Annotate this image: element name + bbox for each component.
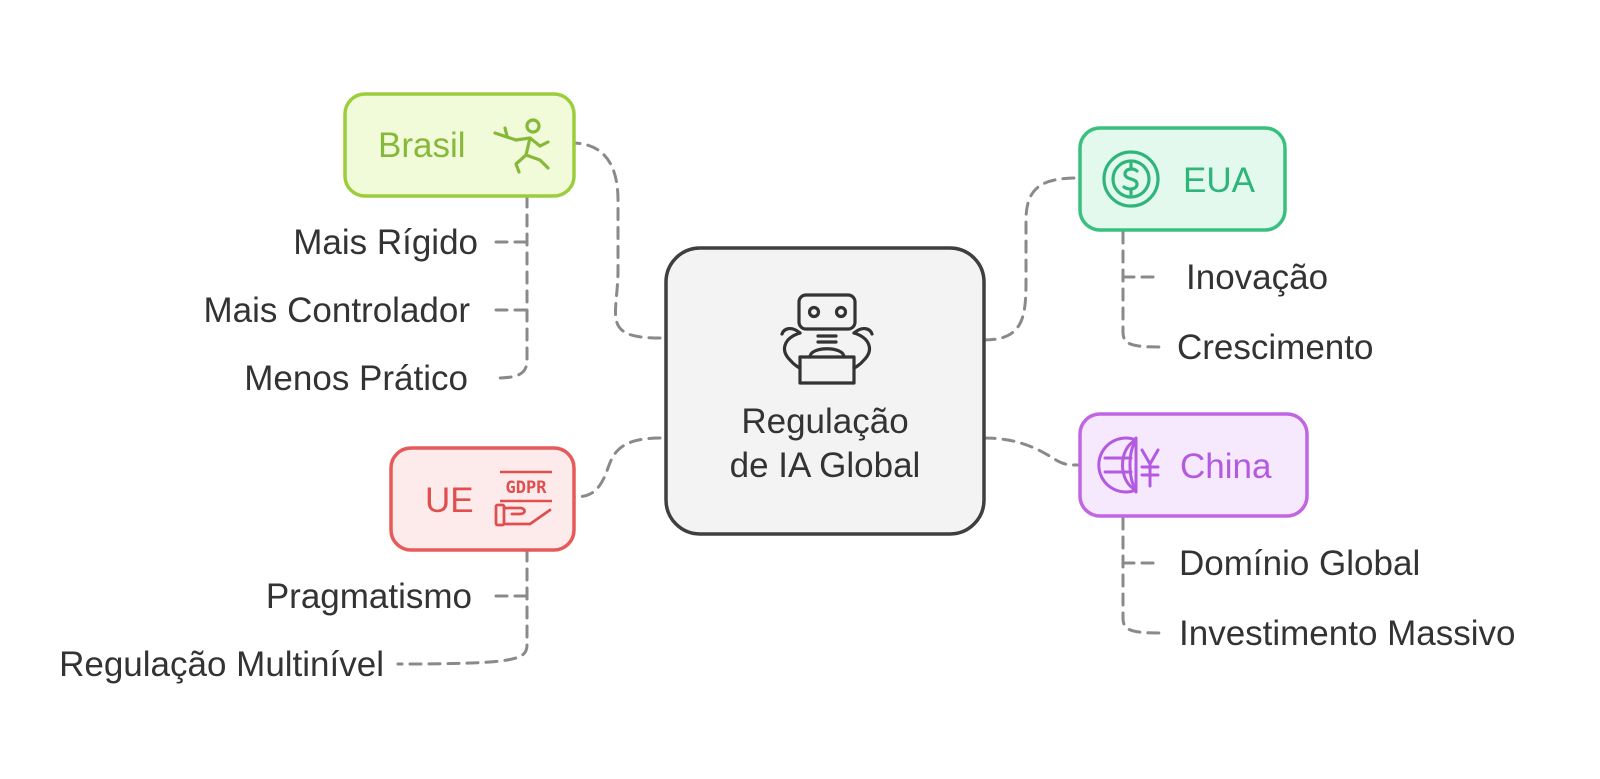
ue-item-1: Pragmatismo: [266, 577, 472, 616]
connector-ue-trunk: [396, 548, 529, 666]
china-leaf-connectors: [1121, 516, 1162, 635]
eua-item-2: Crescimento: [1177, 328, 1373, 367]
ue-node: UE GDPR: [389, 446, 576, 552]
ue-leaf-connectors: [396, 548, 529, 666]
center-node: Regulação de IA Global: [664, 246, 986, 536]
connector-center-eua: [982, 176, 1080, 342]
china-items: Domínio Global Investimento Massivo: [1179, 544, 1516, 653]
connector-eua-trunk: [1121, 230, 1162, 349]
dollar-coin-icon: [1102, 150, 1160, 208]
connector-center-brasil: [570, 141, 662, 340]
china-item-1: Domínio Global: [1179, 544, 1420, 583]
brasil-item-2: Mais Controlador: [204, 291, 471, 330]
brasil-items: Mais Rígido Mais Controlador Menos Práti…: [204, 223, 479, 398]
robot-icon: [780, 293, 874, 385]
connector-china-trunk: [1121, 516, 1162, 635]
brasil-label: Brasil: [378, 126, 466, 165]
ue-item-2: Regulação Multinível: [59, 645, 384, 684]
ue-items: Pragmatismo Regulação Multinível: [59, 577, 472, 684]
eua-node: EUA: [1078, 126, 1287, 232]
china-label: China: [1180, 447, 1272, 486]
china-item-2: Investimento Massivo: [1179, 614, 1516, 653]
brasil-item-1: Mais Rígido: [293, 223, 478, 262]
brasil-leaf-connectors: [494, 194, 529, 380]
fencer-icon: [493, 118, 550, 174]
eua-items: Inovação Crescimento: [1177, 258, 1373, 367]
center-connectors: [570, 141, 1080, 499]
globe-yen-icon: [1097, 436, 1160, 494]
ue-node-box: [389, 446, 576, 552]
china-node: China: [1078, 412, 1309, 518]
center-title-line1: Regulação: [741, 402, 908, 441]
connector-brasil-trunk: [494, 194, 529, 380]
gdpr-icon-text: GDPR: [506, 478, 548, 498]
connector-center-ue: [570, 436, 662, 499]
eua-label: EUA: [1183, 161, 1256, 200]
gdpr-hand-icon: GDPR: [494, 470, 552, 527]
brasil-node: Brasil: [343, 92, 576, 198]
ue-label: UE: [425, 481, 474, 520]
center-node-box: [664, 246, 986, 536]
connector-center-china: [982, 436, 1080, 467]
eua-leaf-connectors: [1121, 230, 1162, 349]
center-title-line2: de IA Global: [730, 446, 921, 485]
brasil-item-3: Menos Prático: [244, 359, 468, 398]
eua-item-1: Inovação: [1186, 258, 1328, 297]
